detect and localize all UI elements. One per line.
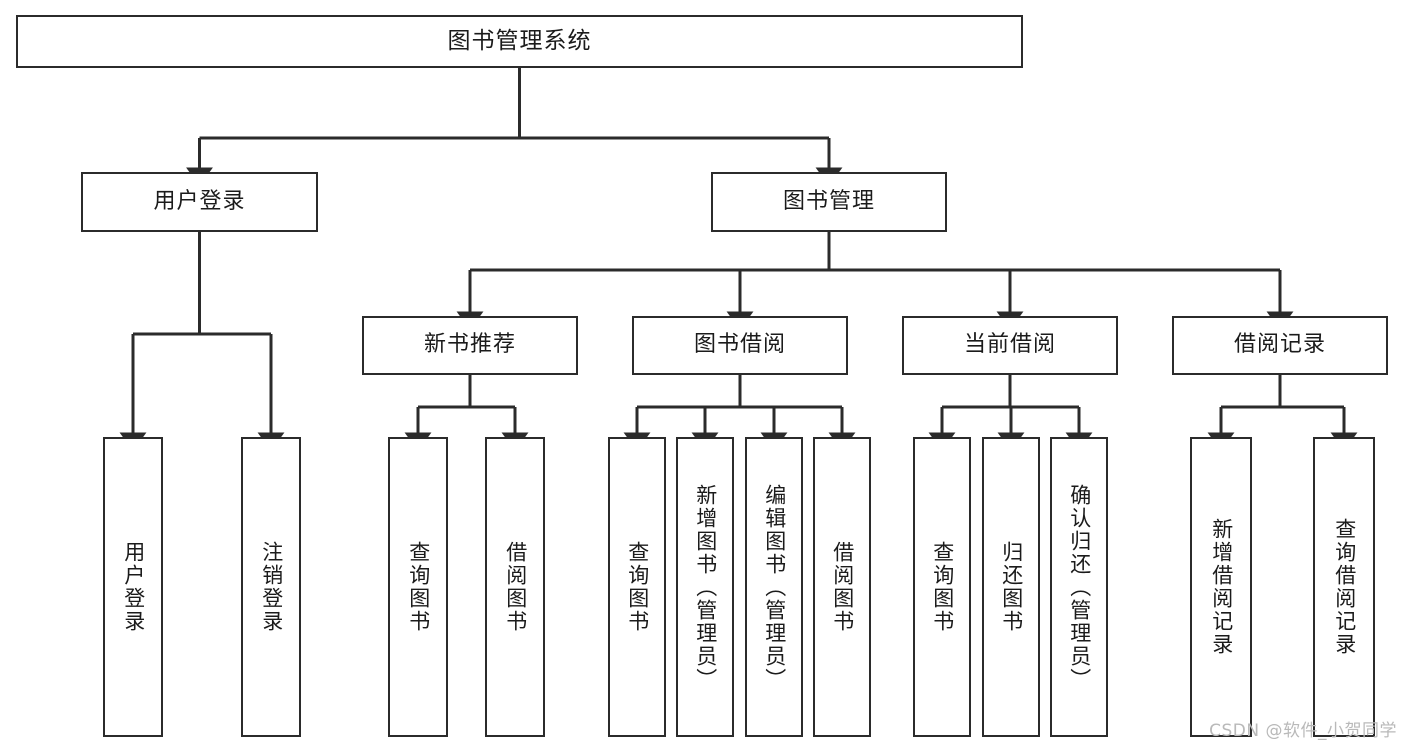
node-root[interactable]: 图书管理系统 xyxy=(16,15,1023,68)
node-label: 编辑图书（管理员） xyxy=(762,483,787,691)
node-borrow-record[interactable]: 借阅记录 xyxy=(1172,316,1388,375)
node-leaf-br-add[interactable]: 新增借阅记录 xyxy=(1190,437,1252,737)
node-leaf-rec-query[interactable]: 查询图书 xyxy=(388,437,448,737)
node-label: 注销登录 xyxy=(259,541,284,633)
node-label: 查询图书 xyxy=(406,541,431,633)
node-leaf-bb-borrow[interactable]: 借阅图书 xyxy=(813,437,871,737)
node-label: 新增图书（管理员） xyxy=(693,483,718,691)
node-label: 借阅图书 xyxy=(503,541,528,633)
node-label: 图书管理系统 xyxy=(447,27,592,54)
node-leaf-cb-query[interactable]: 查询图书 xyxy=(913,437,971,737)
node-book-manage[interactable]: 图书管理 xyxy=(711,172,947,232)
node-label: 查询图书 xyxy=(625,541,650,633)
node-user-login[interactable]: 用户登录 xyxy=(81,172,318,232)
node-label: 查询借阅记录 xyxy=(1332,518,1357,656)
node-label: 查询图书 xyxy=(930,541,955,633)
node-new-book-rec[interactable]: 新书推荐 xyxy=(362,316,578,375)
node-label: 归还图书 xyxy=(999,541,1024,633)
node-leaf-user-login[interactable]: 用户登录 xyxy=(103,437,163,737)
node-label: 用户登录 xyxy=(153,188,246,214)
node-leaf-bb-edit[interactable]: 编辑图书（管理员） xyxy=(745,437,803,737)
node-leaf-br-query[interactable]: 查询借阅记录 xyxy=(1313,437,1375,737)
node-label: 图书管理 xyxy=(782,188,875,214)
node-leaf-bb-query[interactable]: 查询图书 xyxy=(608,437,666,737)
node-leaf-cb-return[interactable]: 归还图书 xyxy=(982,437,1040,737)
node-label: 用户登录 xyxy=(121,541,146,633)
node-label: 新书推荐 xyxy=(423,332,516,358)
node-label: 借阅图书 xyxy=(830,541,855,633)
node-leaf-bb-add[interactable]: 新增图书（管理员） xyxy=(676,437,734,737)
node-label: 图书借阅 xyxy=(693,332,786,358)
node-label: 确认归还（管理员） xyxy=(1067,483,1092,691)
csdn-watermark: CSDN @软件_小贺同学 xyxy=(1209,721,1397,741)
node-book-borrow[interactable]: 图书借阅 xyxy=(632,316,848,375)
node-leaf-cb-confirm[interactable]: 确认归还（管理员） xyxy=(1050,437,1108,737)
node-label: 借阅记录 xyxy=(1233,332,1326,358)
node-current-borrow[interactable]: 当前借阅 xyxy=(902,316,1118,375)
node-leaf-rec-borrow[interactable]: 借阅图书 xyxy=(485,437,545,737)
node-label: 新增借阅记录 xyxy=(1209,518,1234,656)
node-label: 当前借阅 xyxy=(963,332,1056,358)
node-leaf-user-logout[interactable]: 注销登录 xyxy=(241,437,301,737)
